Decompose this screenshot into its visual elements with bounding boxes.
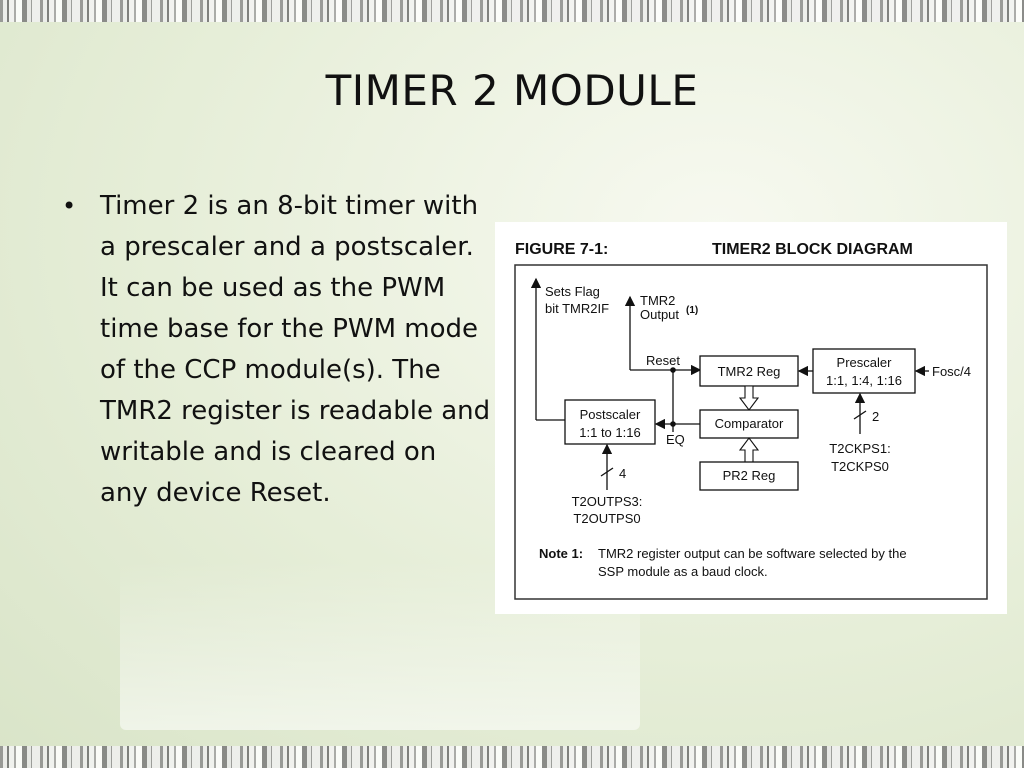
tmr2-reg-block bbox=[699, 355, 799, 387]
pr2-reg-label: PR2 Reg bbox=[723, 468, 776, 483]
pr2-reg-block bbox=[699, 461, 799, 491]
timer2-block-diagram: FIGURE 7-1: TIMER2 BLOCK DIAGRAM Sets Fl… bbox=[495, 222, 1007, 614]
bullet-list: • Timer 2 is an 8-bit timer with a presc… bbox=[62, 186, 492, 514]
tmr2-to-comparator-hollow-arrow bbox=[738, 385, 760, 411]
note-label: Note 1: bbox=[539, 546, 583, 561]
slide-title: TIMER 2 MODULE bbox=[325, 66, 699, 115]
postscaler-label-line2: 1:1 to 1:16 bbox=[579, 425, 640, 440]
postscale-bus-slash bbox=[600, 467, 614, 477]
eq-label: EQ bbox=[666, 432, 685, 447]
tmr2-reg-label: TMR2 Reg bbox=[718, 364, 781, 379]
pr2-to-comparator-hollow-arrow bbox=[738, 437, 760, 463]
bottom-stripe-band bbox=[0, 746, 1024, 768]
top-stripe-band bbox=[0, 0, 1024, 22]
block-diagram-svg: FIGURE 7-1: TIMER2 BLOCK DIAGRAM Sets Fl… bbox=[514, 241, 988, 600]
prescale-bus-slash bbox=[853, 410, 867, 420]
sets-flag-label-line1: Sets Flag bbox=[545, 284, 600, 299]
postscaler-block bbox=[564, 399, 656, 445]
fosc-label: Fosc/4 bbox=[932, 364, 971, 379]
prescaler-block bbox=[812, 348, 916, 394]
eq-junction-dot bbox=[670, 421, 676, 427]
bullet-item: • Timer 2 is an 8-bit timer with a presc… bbox=[62, 186, 492, 514]
comparator-block bbox=[699, 409, 799, 439]
bullet-text: Timer 2 is an 8-bit timer with a prescal… bbox=[100, 191, 491, 508]
t2ckps-label-line1: T2CKPS1: bbox=[829, 441, 890, 456]
t2ckps-label-line2: T2CKPS0 bbox=[831, 459, 889, 474]
tmr2-output-label-line1: TMR2 bbox=[640, 293, 675, 308]
sets-flag-label-line2: bit TMR2IF bbox=[545, 301, 609, 316]
figure-label: FIGURE 7-1: bbox=[515, 241, 608, 258]
prescale-bits-label: 2 bbox=[872, 409, 879, 424]
bullet-dot-icon: • bbox=[62, 192, 77, 220]
note-text-line1: TMR2 register output can be software sel… bbox=[598, 546, 907, 561]
diagram-frame bbox=[514, 264, 988, 600]
postscale-bits-label: 4 bbox=[619, 466, 626, 481]
reset-label: Reset bbox=[646, 353, 680, 368]
prescaler-label-line1: Prescaler bbox=[837, 355, 893, 370]
comparator-label: Comparator bbox=[715, 416, 784, 431]
t2outps-label-line2: T2OUTPS0 bbox=[573, 511, 640, 526]
prescaler-label-line2: 1:1, 1:4, 1:16 bbox=[826, 373, 902, 388]
note-text-line2: SSP module as a baud clock. bbox=[598, 564, 768, 579]
figure-title: TIMER2 BLOCK DIAGRAM bbox=[712, 241, 913, 258]
t2outps-label-line1: T2OUTPS3: bbox=[572, 494, 643, 509]
postscaler-label-line1: Postscaler bbox=[580, 407, 641, 422]
tmr2-output-note: (1) bbox=[686, 305, 698, 316]
tmr2-output-label-line2: Output bbox=[640, 307, 679, 322]
